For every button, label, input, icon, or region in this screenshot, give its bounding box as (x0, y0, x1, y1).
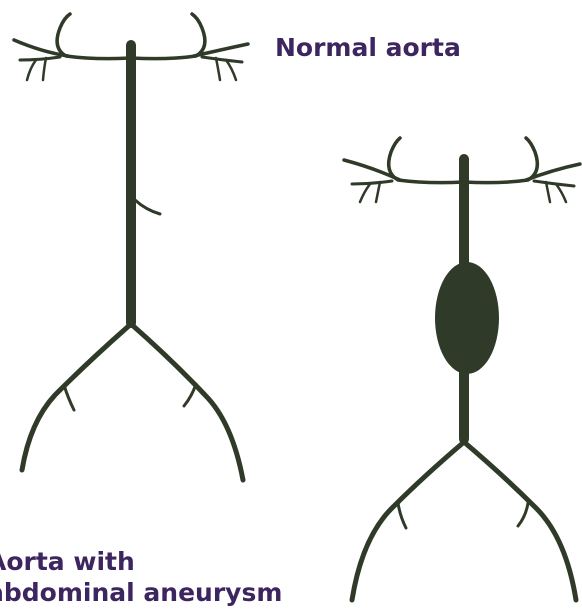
aneurysm-aorta-left-arch-branch (389, 138, 464, 183)
normal-aorta-left-arch-twig (43, 58, 46, 80)
normal-aorta-right-arch-twig (226, 60, 236, 80)
normal-aorta-label: Normal aorta (275, 32, 461, 63)
aneurysm-aorta-left-arch-twig (360, 184, 370, 202)
aneurysm-aorta-left-arch-twig (376, 182, 380, 202)
aneurysm-aorta-left-iliac (352, 442, 464, 600)
aneurysm-aorta-left-iliac-twig (398, 503, 406, 528)
normal-aorta-left-arch-twig (20, 57, 60, 60)
normal-aorta-right-arch-twig (216, 58, 220, 80)
normal-aorta-illustration (14, 14, 248, 480)
aneurysm-aorta-right-arch-twig (546, 182, 550, 202)
normal-aorta-left-arch-twig (27, 60, 36, 80)
normal-aorta-right-iliac-twig (184, 384, 196, 406)
aneurysm-aorta-right-arch-twig (556, 184, 566, 202)
normal-aorta-left-iliac (22, 324, 131, 470)
aneurysm-aorta-label-line1: Aorta with (0, 546, 282, 577)
aneurysm-aorta-left-arch-twig (344, 160, 400, 180)
aneurysm-aorta-left-arch-twig (352, 181, 392, 184)
aneurysm-aorta-right-arch-branch (464, 138, 537, 183)
normal-aorta-left-arch-branch (57, 14, 131, 59)
normal-aorta-trunk (126, 40, 136, 328)
normal-aorta-right-arch-twig (202, 57, 242, 62)
aneurysm-aorta-illustration (344, 138, 580, 600)
normal-aorta-left-iliac-twig (64, 385, 74, 410)
aneurysm-aorta-right-arch-twig (534, 181, 574, 186)
normal-aorta-side-branch (135, 200, 160, 214)
normal-aorta-right-arch-branch (131, 14, 205, 59)
aneurysm-aorta-right-iliac-twig (518, 503, 528, 526)
aneurysm-aorta-label-line2: abdominal aneurysm (0, 577, 282, 608)
aneurysm-aorta-label: Aorta with abdominal aneurysm (0, 546, 282, 608)
abdominal-aneurysm-bulge (435, 262, 499, 374)
